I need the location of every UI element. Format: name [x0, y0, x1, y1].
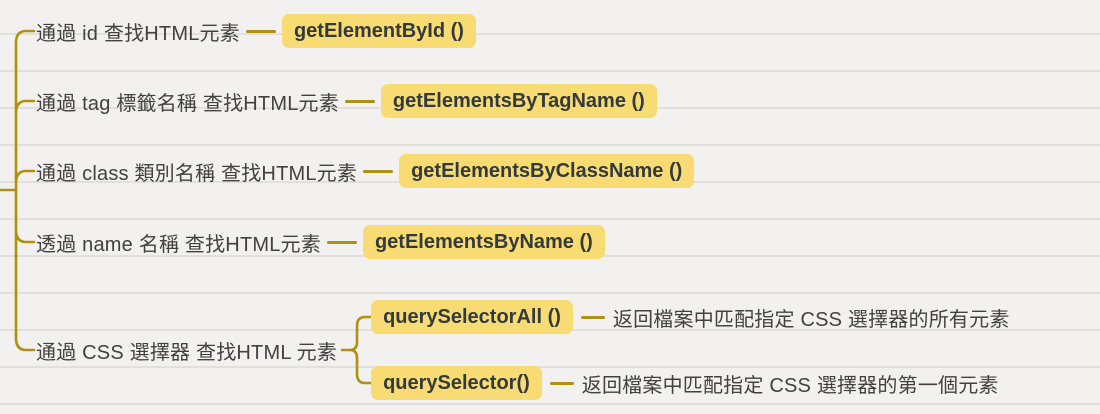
- method-node-queryselector[interactable]: querySelector(): [371, 366, 542, 400]
- connector-dash: [326, 240, 357, 244]
- child-row-queryselector: querySelector() 返回檔案中匹配指定 CSS 選擇器的第一個元素: [371, 366, 1009, 400]
- trunk-and-branch-paths: [0, 29, 36, 352]
- branch-label-tag[interactable]: 通過 tag 標籤名稱 查找HTML元素: [36, 92, 339, 115]
- child-row-queryselectorall: querySelectorAll () 返回檔案中匹配指定 CSS 選擇器的所有…: [371, 300, 1009, 334]
- connector-dash: [245, 29, 276, 33]
- method-node-queryselectorall[interactable]: querySelectorAll (): [371, 300, 573, 334]
- css-selector-children: querySelectorAll () 返回檔案中匹配指定 CSS 選擇器的所有…: [371, 300, 1009, 400]
- branch-row-class: 通過 class 類別名稱 查找HTML元素 getElementsByClas…: [36, 154, 695, 188]
- branch-row-tag: 通過 tag 標籤名稱 查找HTML元素 getElementsByTagNam…: [36, 84, 657, 118]
- branch-label-class[interactable]: 通過 class 類別名稱 查找HTML元素: [36, 162, 358, 185]
- branch-row-css-selector: 通過 CSS 選擇器 查找HTML 元素 querySelectorAll ()…: [36, 300, 1010, 400]
- method-node-getelementsbytagname[interactable]: getElementsByTagName (): [380, 84, 657, 118]
- connector-dash: [344, 99, 375, 103]
- branch-row-name: 透過 name 名稱 查找HTML元素 getElementsByName (): [36, 225, 605, 259]
- fork-connector: [341, 315, 372, 385]
- branch-label-css-selector[interactable]: 通過 CSS 選擇器 查找HTML 元素: [36, 341, 338, 364]
- description-queryselectorall[interactable]: 返回檔案中匹配指定 CSS 選擇器的所有元素: [612, 308, 1010, 331]
- method-node-getelementsbyclassname[interactable]: getElementsByClassName (): [399, 154, 695, 188]
- branch-label-name[interactable]: 透過 name 名稱 查找HTML元素: [36, 233, 321, 256]
- description-queryselector[interactable]: 返回檔案中匹配指定 CSS 選擇器的第一個元素: [581, 374, 999, 397]
- method-node-getelementsbyname[interactable]: getElementsByName (): [362, 225, 605, 259]
- connector-dash: [363, 169, 394, 173]
- method-node-getelementbyid[interactable]: getElementById (): [281, 14, 476, 48]
- connector-dash: [549, 381, 574, 385]
- connector-dash: [580, 315, 605, 319]
- branch-label-id[interactable]: 通過 id 查找HTML元素: [36, 22, 240, 45]
- branch-row-id: 通過 id 查找HTML元素 getElementById (): [36, 14, 476, 48]
